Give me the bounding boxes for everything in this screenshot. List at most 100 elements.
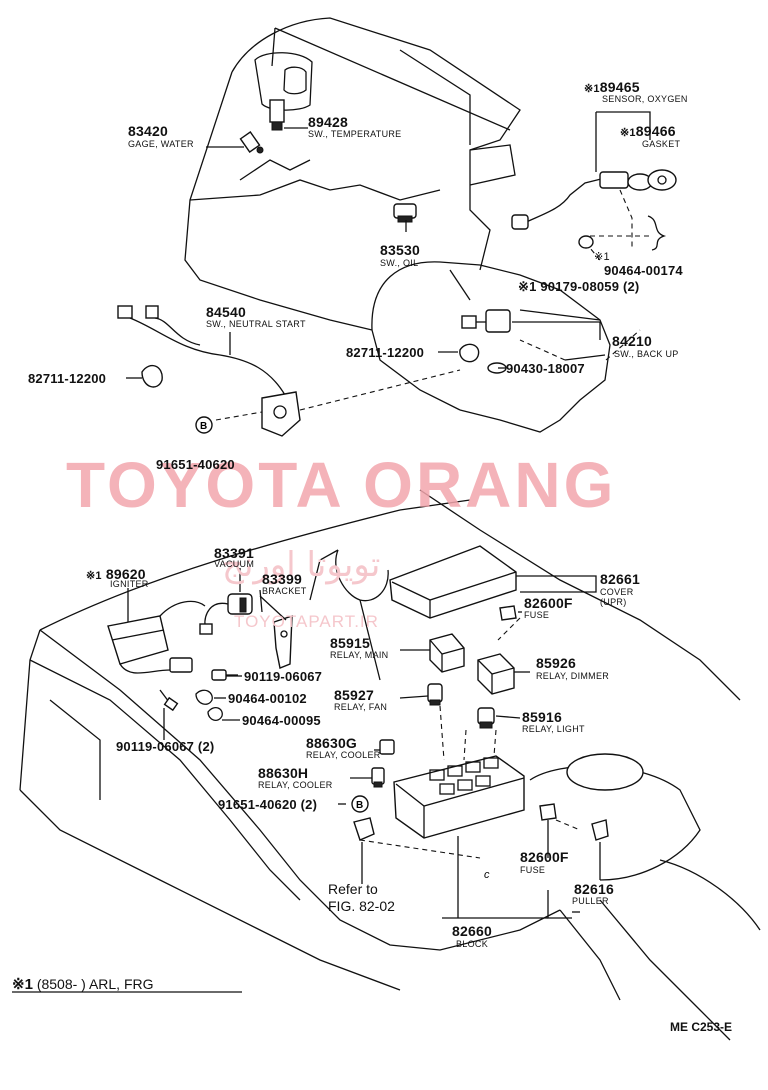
label-88630H-num: 88630H <box>258 765 309 781</box>
clip-90464-00095 <box>207 706 223 722</box>
label-88630H-desc: RELAY, COOLER <box>258 780 333 790</box>
cover-82661 <box>389 545 517 619</box>
label-83391-desc: VACUUM <box>214 559 255 569</box>
label-83530-num: 83530 <box>380 242 420 258</box>
label-83530-desc: SW., OIL <box>380 258 419 268</box>
block-82660 <box>393 755 525 839</box>
label-82600F-a-num: 82600F <box>524 595 573 611</box>
c-marker: c <box>484 869 490 881</box>
label-85926-num: 85926 <box>536 655 576 671</box>
label-83420-desc: GAGE, WATER <box>128 139 194 149</box>
temp-switch-89428 <box>269 99 285 131</box>
svg-text:B: B <box>200 421 207 432</box>
relay-dimmer-85926 <box>477 653 515 695</box>
label-90464-00102: 90464-00102 <box>228 691 307 706</box>
clip-90464-00102 <box>195 689 213 705</box>
label-90464-00174-num: 90464-00174 <box>604 263 683 278</box>
label-85927-desc: RELAY, FAN <box>334 702 388 712</box>
clip-90464-00174 <box>647 215 667 251</box>
label-90119-a: 90119-06067 <box>244 669 323 684</box>
clamp-82711-b <box>459 343 480 363</box>
label-83391-num: 83391 <box>214 545 254 561</box>
footnote: ※1 (8508- ) ARL, FRG <box>12 976 154 993</box>
label-85927-num: 85927 <box>334 687 374 703</box>
label-90119-b: 90119-06067 (2) <box>116 739 215 754</box>
label-82660-desc: BLOCK <box>456 939 489 949</box>
bolt-90119-b <box>159 689 179 712</box>
upper-leaders <box>126 111 651 421</box>
label-88630G-num: 88630G <box>306 735 358 751</box>
bracket-83399 <box>273 615 293 669</box>
label-91651-a: 91651-40620 <box>156 457 235 472</box>
label-82616-desc: PULLER <box>572 896 609 906</box>
refer-line1: Refer to <box>328 881 378 897</box>
label-85915-num: 85915 <box>330 635 370 651</box>
label-84210-desc: SW., BACK UP <box>614 349 679 359</box>
label-91651-b: 91651-40620 (2) <box>218 797 318 812</box>
b-marker-lower: B <box>351 795 369 813</box>
grommet-91651-b <box>353 817 375 841</box>
relay-main-85915 <box>429 633 465 673</box>
puller-82616 <box>591 819 609 841</box>
label-82616-num: 82616 <box>574 881 614 897</box>
footnote-underline <box>12 991 242 993</box>
label-89466-desc: GASKET <box>642 139 681 149</box>
relay-light-85916 <box>477 707 495 729</box>
b-marker-upper: B <box>195 416 213 434</box>
label-83420-num: 83420 <box>128 123 168 139</box>
label-82711-a: 82711-12200 <box>28 371 107 386</box>
igniter-89620 <box>107 600 206 674</box>
gasket-89466 <box>647 169 677 191</box>
label-90179: ※1 90179-08059 (2) <box>518 279 640 294</box>
relay-cooler-88630G <box>379 739 395 755</box>
watermark-arabic: تويوتا اورنج <box>222 545 381 585</box>
label-82661-desc2: (UPR) <box>600 597 627 607</box>
back-up-switch-84210 <box>461 309 511 333</box>
label-89465: ※189465 <box>584 79 640 95</box>
label-88630G-desc: RELAY, COOLER <box>306 750 381 760</box>
figure-code: ME C253-E <box>670 1020 733 1034</box>
label-82600F-b-desc: FUSE <box>520 865 546 875</box>
label-90464-00174-mark: ※1 <box>594 251 610 263</box>
vacuum-switch-83391 <box>199 593 253 635</box>
label-83399-desc: BRACKET <box>262 586 307 596</box>
label-82661-desc: COVER <box>600 587 634 597</box>
clamp-82711-a <box>141 364 163 388</box>
fuse-82600F-b <box>539 803 557 821</box>
label-89620: ※1 89620 <box>86 566 146 582</box>
label-89466: ※189466 <box>620 123 676 139</box>
label-82600F-b-num: 82600F <box>520 849 569 865</box>
label-85915-desc: RELAY, MAIN <box>330 650 389 660</box>
label-89428-desc: SW., TEMPERATURE <box>308 129 402 139</box>
engine-outline <box>184 17 611 433</box>
fuse-82600F-a <box>499 605 517 621</box>
label-83399-num: 83399 <box>262 571 302 587</box>
refer-line2: FIG. 82-02 <box>328 898 395 914</box>
watermark-text: TOYOTA ORANG <box>66 449 617 521</box>
relay-fan-85927 <box>427 683 443 706</box>
label-82600F-a-desc: FUSE <box>524 610 550 620</box>
relay-cooler-88630H <box>371 767 385 788</box>
svg-text:B: B <box>356 800 363 811</box>
vehicle-outline <box>19 489 761 1041</box>
label-89620-desc: IGNITER <box>110 579 149 589</box>
label-82711-b: 82711-12200 <box>346 345 425 360</box>
label-84540-num: 84540 <box>206 304 246 320</box>
label-84210-num: 84210 <box>612 333 652 349</box>
bolt-90179 <box>578 235 594 249</box>
label-90464-00095: 90464-00095 <box>242 713 321 728</box>
oil-switch-83530 <box>393 203 417 223</box>
label-89428-num: 89428 <box>308 114 348 130</box>
label-89465-desc: SENSOR, OXYGEN <box>602 94 688 104</box>
label-84540-desc: SW., NEUTRAL START <box>206 319 306 329</box>
bolt-90119-a <box>211 669 238 681</box>
oxygen-sensor-89465 <box>511 171 653 230</box>
water-gage-83420 <box>239 131 264 154</box>
neutral-start-switch-84540 <box>117 305 301 437</box>
label-85926-desc: RELAY, DIMMER <box>536 671 610 681</box>
label-85916-desc: RELAY, LIGHT <box>522 724 585 734</box>
watermark-site: TOYOTAPART.IR <box>234 612 379 631</box>
label-82660-num: 82660 <box>452 923 492 939</box>
label-85916-num: 85916 <box>522 709 562 725</box>
